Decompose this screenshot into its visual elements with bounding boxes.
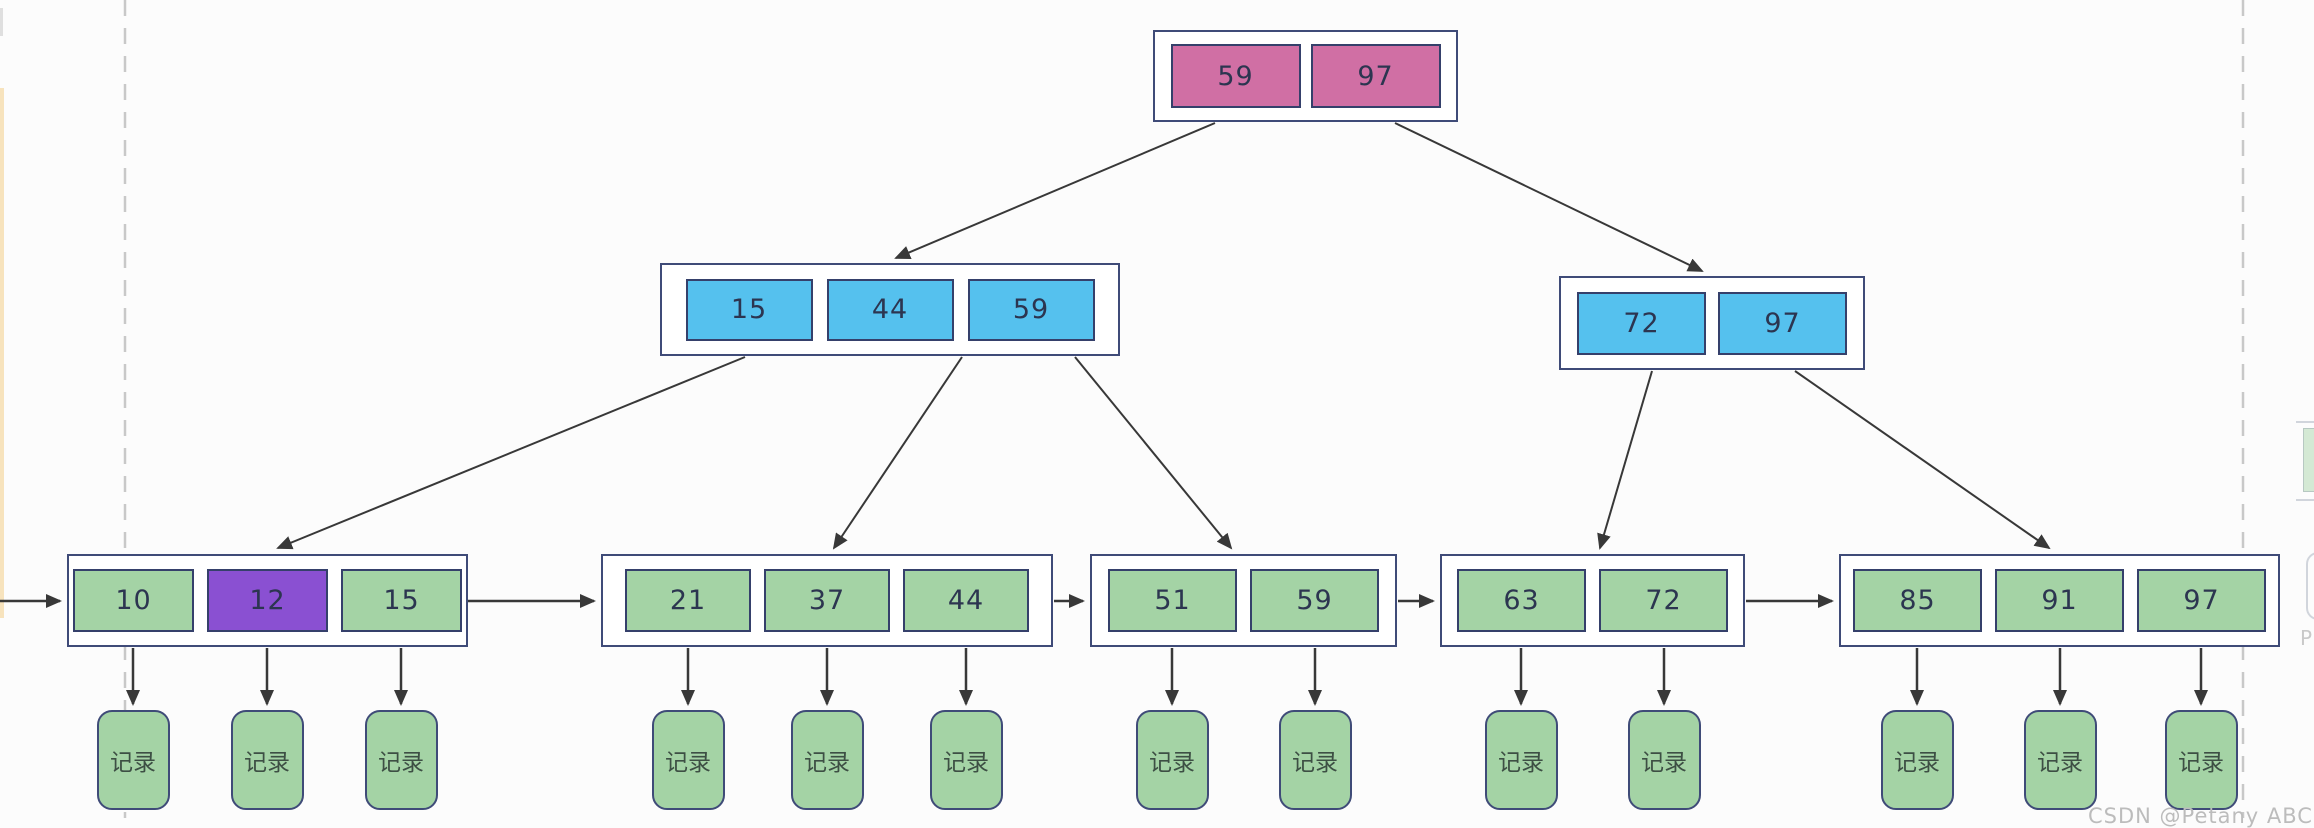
key-cell-97: 97 <box>1310 44 1441 108</box>
key-cell-21: 21 <box>625 569 751 632</box>
key-cell-59: 59 <box>967 278 1095 341</box>
tree-pointer-arrow <box>894 122 1216 259</box>
record-box-7: 记录 <box>1135 710 1209 810</box>
tree-pointer-arrow <box>1794 370 2051 550</box>
faded-cutoff-line <box>2296 421 2314 423</box>
tree-pointer-arrow <box>1074 356 1233 550</box>
key-cell-59: 59 <box>1250 569 1379 632</box>
key-cell-63: 63 <box>1457 569 1586 632</box>
record-box-9: 记录 <box>1484 710 1558 810</box>
watermark-text: CSDN @Petany ABC <box>2088 804 2313 828</box>
record-box-13: 记录 <box>2164 710 2238 810</box>
record-box-10: 记录 <box>1627 710 1701 810</box>
left-edge-tick <box>0 8 3 36</box>
key-cell-44: 44 <box>903 569 1029 632</box>
key-cell-91: 91 <box>1995 569 2124 632</box>
key-cell-72: 72 <box>1577 291 1706 355</box>
record-box-3: 记录 <box>364 710 438 810</box>
key-cell-85: 85 <box>1853 569 1982 632</box>
key-cell-10: 10 <box>73 569 194 632</box>
key-cell-44: 44 <box>826 278 954 341</box>
record-box-11: 记录 <box>1880 710 1954 810</box>
key-cell-51: 51 <box>1108 569 1237 632</box>
key-cell-15: 15 <box>341 569 462 632</box>
key-cell-59: 59 <box>1170 44 1301 108</box>
left-edge-strip <box>0 88 4 618</box>
key-cell-97: 97 <box>1718 291 1847 355</box>
key-cell-72: 72 <box>1599 569 1728 632</box>
record-box-2: 记录 <box>230 710 304 810</box>
faded-cutoff-letter: P <box>2300 626 2313 650</box>
record-box-5: 记录 <box>790 710 864 810</box>
record-box-8: 记录 <box>1278 710 1352 810</box>
highlighted-key-cell-12: 12 <box>207 569 328 632</box>
record-box-4: 记录 <box>651 710 725 810</box>
key-cell-15: 15 <box>685 278 813 341</box>
key-cell-97: 97 <box>2137 569 2266 632</box>
tree-pointer-arrow <box>1394 122 1704 272</box>
tree-pointer-arrow <box>832 356 963 550</box>
tree-pointer-arrow <box>1597 370 1653 550</box>
key-cell-37: 37 <box>764 569 890 632</box>
tree-pointer-arrow <box>276 356 746 550</box>
record-box-12: 记录 <box>2023 710 2097 810</box>
faded-cutoff-cell <box>2303 428 2314 492</box>
faded-cutoff-line <box>2296 499 2314 501</box>
record-box-6: 记录 <box>929 710 1003 810</box>
record-box-1: 记录 <box>96 710 170 810</box>
